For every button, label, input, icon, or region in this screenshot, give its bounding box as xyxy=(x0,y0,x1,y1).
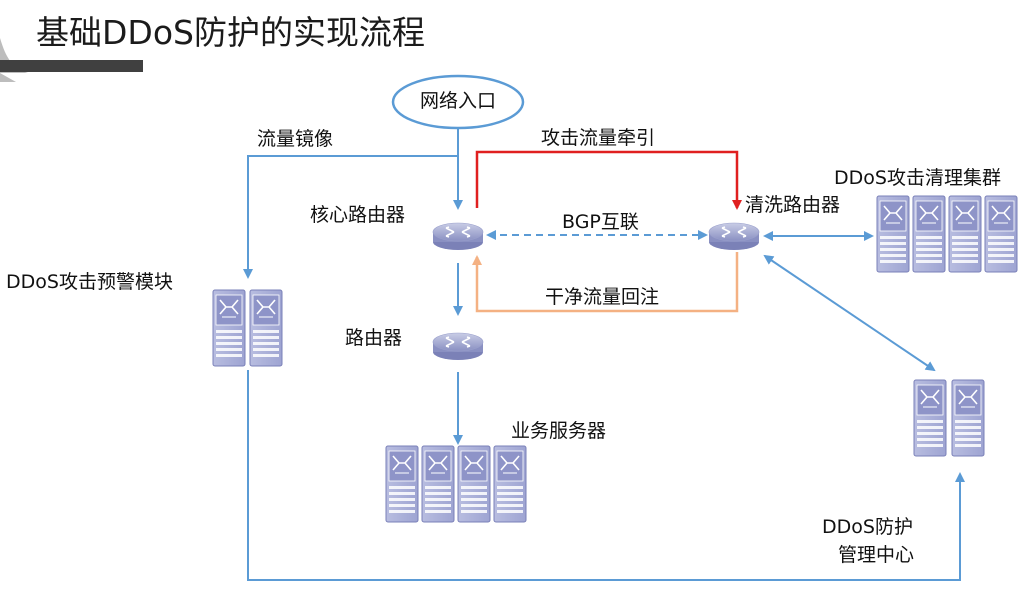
mgmt-center-label-line2: 管理中心 xyxy=(838,544,915,566)
scrub-mgmt-link-arrow xyxy=(763,254,936,372)
title-underline-decoration xyxy=(0,38,143,82)
traffic-mirror-label: 流量镜像 xyxy=(257,128,334,150)
servers-label: 业务服务器 xyxy=(511,420,607,442)
clean-return-label: 干净流量回注 xyxy=(545,286,660,308)
clean-return-arrow xyxy=(472,252,739,313)
warning-module-servers-icon xyxy=(212,289,283,367)
scrub-cluster-servers-icon xyxy=(876,195,1018,273)
network-entry-label: 网络入口 xyxy=(419,90,496,112)
mgmt-center-label-line1: DDoS防护 xyxy=(822,516,913,538)
page-title: 基础DDoS防护的实现流程 xyxy=(36,13,425,52)
scrub-router-icon xyxy=(708,222,760,251)
mgmt-center-servers-icon xyxy=(913,379,985,457)
attack-divert-arrow xyxy=(475,150,742,210)
bgp-label: BGP互联 xyxy=(562,211,639,233)
warning-module-label: DDoS攻击预警模块 xyxy=(6,271,173,293)
core-router-label: 核心路由器 xyxy=(310,204,406,226)
scrub-cluster-label: DDoS攻击清理集群 xyxy=(834,167,1001,189)
router-label: 路由器 xyxy=(345,327,403,349)
core-router-icon xyxy=(432,222,484,251)
attack-divert-label: 攻击流量牵引 xyxy=(541,127,656,149)
warning-to-mgmt-arrow xyxy=(247,370,965,581)
scrub-router-label: 清洗路由器 xyxy=(745,194,841,216)
business-servers-icon xyxy=(385,445,527,523)
router-icon xyxy=(432,332,484,361)
traffic-mirror-arrow xyxy=(243,155,458,279)
